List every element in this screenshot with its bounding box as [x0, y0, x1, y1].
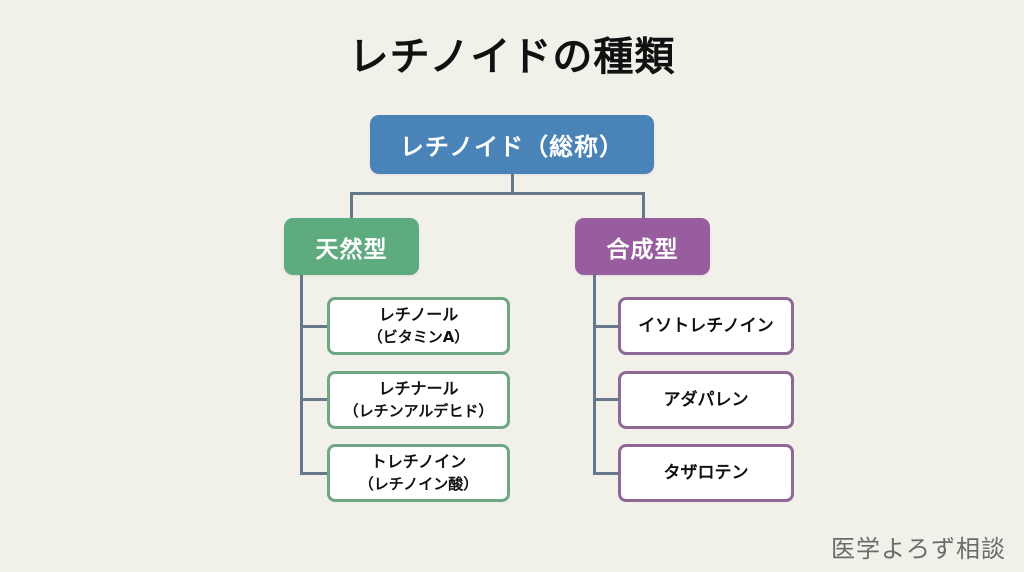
root-node-retinoids: レチノイド（総称）	[370, 115, 654, 174]
connector-root-horizontal	[350, 192, 645, 195]
connector-natural-branch-2	[300, 398, 328, 401]
category-natural: 天然型	[284, 218, 419, 275]
leaf-isotretinoin: イソトレチノイン	[618, 297, 794, 355]
connector-synthetic-branch-2	[593, 398, 619, 401]
leaf-main-label: トレチノイン	[370, 452, 467, 471]
connector-natural-trunk	[300, 275, 303, 475]
category-natural-label: 天然型	[315, 236, 388, 263]
leaf-main-label: レチノール	[378, 305, 459, 324]
connector-synthetic-branch-1	[593, 325, 619, 328]
connector-to-natural	[350, 192, 353, 219]
connector-natural-branch-3	[300, 472, 328, 475]
leaf-tretinoin: トレチノイン （レチノイン酸）	[327, 444, 510, 502]
leaf-adapalene: アダパレン	[618, 371, 794, 429]
category-synthetic: 合成型	[575, 218, 710, 275]
leaf-sub-label: （レチンアルデヒド）	[343, 402, 494, 420]
watermark-text: 医学よろず相談	[831, 535, 1006, 563]
leaf-sub-label: （レチノイン酸）	[358, 475, 479, 493]
leaf-retinol: レチノール （ビタミンA）	[327, 297, 510, 355]
category-synthetic-label: 合成型	[606, 236, 679, 263]
diagram-title: レチノイドの種類	[348, 34, 676, 80]
leaf-retinal: レチナール （レチンアルデヒド）	[327, 371, 510, 429]
leaf-main-label: タザロテン	[663, 463, 749, 483]
leaf-tazarotene: タザロテン	[618, 444, 794, 502]
connector-natural-branch-1	[300, 325, 328, 328]
leaf-sub-label: （ビタミンA）	[367, 328, 470, 346]
leaf-main-label: レチナール	[378, 379, 459, 398]
connector-to-synthetic	[642, 192, 645, 219]
connector-root-down	[511, 174, 514, 195]
connector-synthetic-trunk	[593, 275, 596, 475]
leaf-main-label: イソトレチノイン	[638, 316, 774, 336]
root-node-label: レチノイド（総称）	[399, 133, 625, 161]
leaf-main-label: アダパレン	[663, 390, 749, 410]
connector-synthetic-branch-3	[593, 472, 619, 475]
